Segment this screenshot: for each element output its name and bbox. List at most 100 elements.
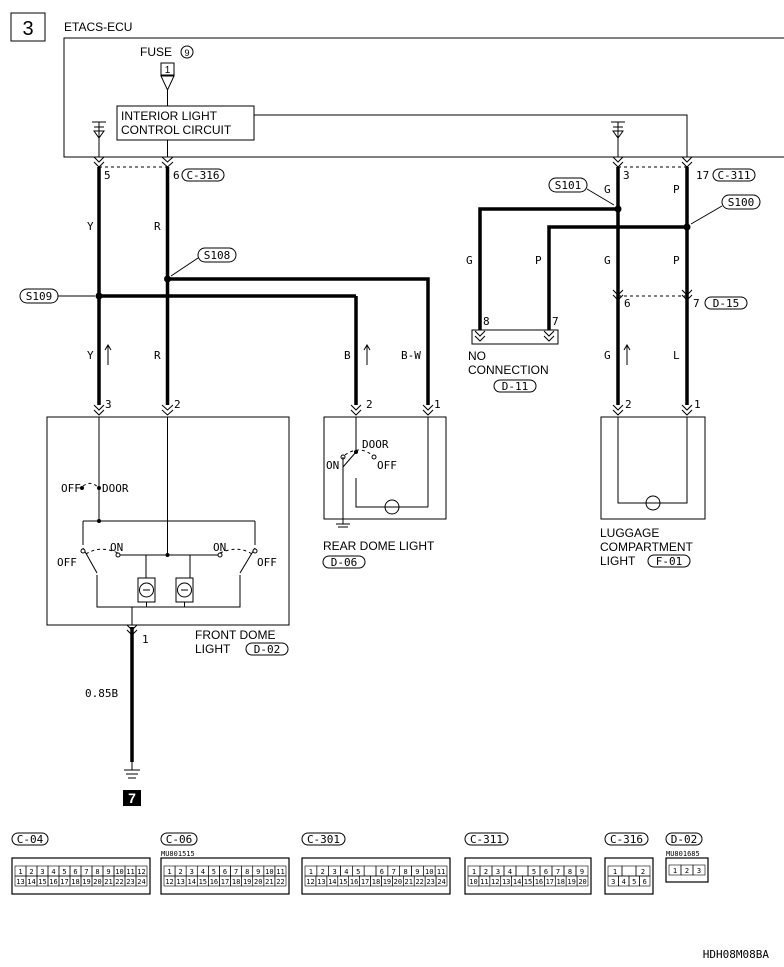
connector-pin-label: 11 — [126, 868, 134, 876]
pin-front-1: 1 — [142, 633, 149, 646]
ecu-pin-arrows — [93, 156, 693, 168]
connector-pin-label: 5 — [62, 868, 66, 876]
wire-color-l-lug: L — [673, 349, 680, 362]
connector-pin-label: 10 — [425, 868, 433, 876]
pin-front-2: 2 — [174, 398, 181, 411]
connector-view-id: C-301 — [307, 833, 340, 846]
connector-pin-label: 20 — [578, 878, 586, 886]
connector-part-number: MU801515 — [161, 850, 195, 858]
connector-pin-label: 7 — [84, 868, 88, 876]
chassis-ground-icon — [124, 762, 140, 779]
rear-switch-on-label: ON — [326, 459, 339, 472]
connector-pin-label: 18 — [232, 878, 240, 886]
connector-pin-label: 15 — [38, 878, 46, 886]
connector-pin-label: 5 — [212, 868, 216, 876]
rear-ground-icon — [336, 519, 350, 528]
wire-color-r-lower: R — [154, 349, 161, 362]
fuse-pin: 1 — [165, 65, 171, 76]
wire-color-g-lug: G — [604, 349, 611, 362]
connector-pin-label: 19 — [243, 878, 251, 886]
connector-c316-badge — [181, 168, 225, 182]
connector-pin-label: 2 — [484, 868, 488, 876]
splice-s101-label: S101 — [555, 179, 582, 192]
connector-pin-label: 22 — [115, 878, 123, 886]
connector-pin-label: 18 — [557, 878, 565, 886]
connector-pin-label: 16 — [49, 878, 57, 886]
connector-pin-label: 6 — [643, 878, 647, 886]
connector-pin-label: 15 — [199, 878, 207, 886]
connector-pin-label: 2 — [29, 868, 33, 876]
connector-pin-label: 14 — [513, 878, 521, 886]
front-dome-label-line2: LIGHT — [195, 642, 231, 656]
connector-pin-label: 16 — [350, 878, 358, 886]
connector-pin-label: 9 — [256, 868, 260, 876]
connector-pin-label: 22 — [276, 878, 284, 886]
connector-d11-badge — [493, 379, 537, 393]
splice-s108-badge — [197, 247, 237, 263]
luggage-label-line3: LIGHT — [600, 554, 636, 568]
connector-pin-label: 7 — [234, 868, 238, 876]
control-circuit-line1: INTERIOR LIGHT — [121, 109, 218, 123]
connector-pin-label: 4 — [201, 868, 205, 876]
connector-pin-label: 5 — [356, 868, 360, 876]
connector-pin-label: 24 — [437, 878, 445, 886]
connector-pin-label: 21 — [104, 878, 112, 886]
connector-pin-label: 7 — [392, 868, 396, 876]
wire-bw-rear — [167, 277, 430, 405]
wire-color-p-ecu: P — [673, 183, 680, 196]
pin-d15-7: 7 — [693, 297, 700, 310]
connector-pin-label: 3 — [697, 867, 701, 875]
connector-pin-label: 24 — [137, 878, 145, 886]
wire-color-g-s101: G — [604, 183, 611, 196]
control-circuit-line2: CONTROL CIRCUIT — [121, 123, 232, 137]
connector-pin-label: 1 — [472, 868, 476, 876]
connector-pin-label: 8 — [95, 868, 99, 876]
connector-pin-label: 3 — [40, 868, 44, 876]
connector-pin-label: 3 — [611, 878, 615, 886]
connector-pin-label: 16 — [535, 878, 543, 886]
connector-view-id: C-316 — [610, 833, 643, 846]
connector-pin-label: 20 — [254, 878, 262, 886]
connector-pin-label: 2 — [179, 868, 183, 876]
connector-pin-label: 17 — [221, 878, 229, 886]
connector-pin-label: 8 — [245, 868, 249, 876]
wire-color-g-main: G — [604, 254, 611, 267]
splice-s108-dot — [164, 275, 171, 283]
fuse-pin-box — [160, 62, 175, 76]
connector-pin-label: 21 — [405, 878, 413, 886]
wire-color-g-nc: G — [466, 254, 473, 267]
connector-c311-badge — [712, 168, 756, 182]
pin-lug-1: 1 — [694, 398, 701, 411]
connector-pin-label: 9 — [580, 868, 584, 876]
connector-pin-label: 1 — [613, 868, 617, 876]
connector-pin-label: 20 — [394, 878, 402, 886]
pin-d15-6: 6 — [624, 297, 631, 310]
connector-f01-badge — [647, 554, 691, 568]
luggage-light-box — [600, 416, 706, 520]
connector-pin-label: 17 — [60, 878, 68, 886]
connector-pin-label: 6 — [73, 868, 77, 876]
connector-pin-label: 19 — [567, 878, 575, 886]
wire-color-p-main: P — [673, 254, 680, 267]
connector-d15-badge — [704, 296, 748, 310]
splice-s109-dot — [95, 292, 103, 300]
connector-pin-label: 10 — [115, 868, 123, 876]
connector-pin-label: 8 — [568, 868, 572, 876]
connector-pin-label: 5 — [532, 868, 536, 876]
pin-rear-2: 2 — [366, 398, 373, 411]
connector-pin-label: 10 — [265, 868, 273, 876]
component-terminal-icons — [93, 404, 693, 416]
connector-pin-label: 19 — [82, 878, 90, 886]
rear-bulb-icon — [384, 499, 400, 515]
ground-number-box — [123, 790, 141, 806]
wire-p-nc — [547, 225, 687, 330]
connector-pin-label: 1 — [18, 868, 22, 876]
pin-ecu-3: 3 — [623, 169, 630, 182]
connector-pin-label: 18 — [71, 878, 79, 886]
wire-color-r-upper: R — [154, 220, 161, 233]
